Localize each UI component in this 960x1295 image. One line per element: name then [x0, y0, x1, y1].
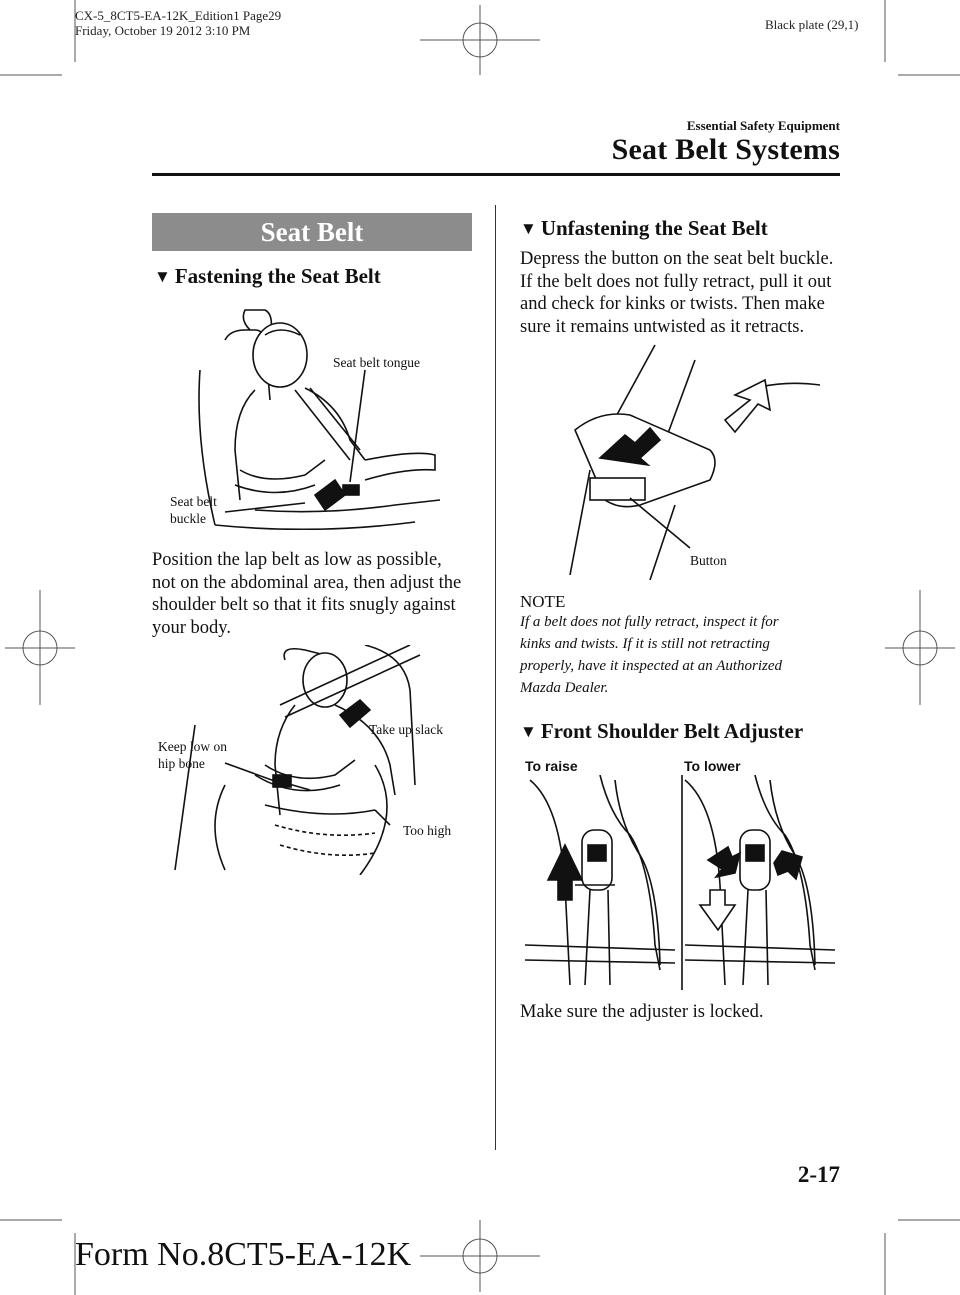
header-rule: [152, 173, 840, 176]
lap-belt-illustration: [174, 645, 421, 875]
date-line: Friday, October 19 2012 3:10 PM: [75, 23, 251, 38]
unfasten-paragraph: Depress the button on the seat belt buck…: [520, 249, 834, 337]
file-line: CX-5_8CT5-EA-12K_Edition1 Page29: [75, 8, 282, 23]
seat-belt-banner: Seat Belt: [152, 213, 472, 251]
adjuster-heading: ▼Front Shoulder Belt Adjuster: [520, 719, 804, 743]
page-number: 2-17: [797, 1162, 840, 1187]
note-text: If a belt does not fully retract, inspec…: [520, 614, 783, 696]
unfasten-heading: ▼Unfastening the Seat Belt: [520, 216, 768, 240]
seat-belt-tongue-label: Seat belt tongue: [333, 355, 420, 370]
to-raise-label: To raise: [525, 758, 578, 774]
file-info: CX-5_8CT5-EA-12K_Edition1 Page29 Friday,…: [75, 8, 281, 38]
triangle-bullet-icon: ▼: [154, 267, 171, 286]
form-number: Form No.8CT5-EA-12K: [75, 1236, 412, 1273]
section-label: Essential Safety Equipment: [686, 118, 840, 133]
section-title: Seat Belt Systems: [611, 133, 840, 166]
fastening-illustration: [198, 309, 441, 530]
seat-belt-buckle-label: Seat belt buckle: [170, 494, 217, 526]
plate-info: Black plate (29,1): [765, 17, 859, 32]
adjuster-illustration: [524, 775, 836, 990]
take-up-slack-label: Take up slack: [369, 722, 444, 737]
buckle-release-illustration: [569, 344, 821, 580]
to-lower-label: To lower: [684, 758, 741, 774]
keep-low-label: Keep low on hip bone: [158, 739, 227, 771]
button-label: Button: [690, 553, 727, 568]
triangle-bullet-icon: ▼: [520, 219, 537, 238]
column-divider: [495, 205, 496, 1150]
fasten-heading: ▼Fastening the Seat Belt: [154, 264, 381, 288]
triangle-bullet-icon: ▼: [520, 722, 537, 741]
too-high-label: Too high: [403, 823, 452, 838]
fasten-paragraph: Position the lap belt as low as possible…: [152, 550, 462, 638]
locked-text: Make sure the adjuster is locked.: [520, 1002, 764, 1022]
note-title: NOTE: [520, 592, 566, 611]
